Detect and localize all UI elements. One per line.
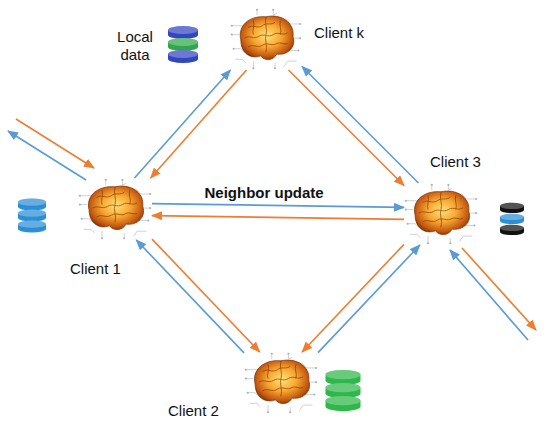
client-label: Client 2 bbox=[168, 402, 219, 419]
brain-icon bbox=[78, 178, 152, 240]
client-label: Client 1 bbox=[70, 260, 121, 277]
client-node: Client 2 bbox=[244, 352, 318, 414]
database-icon bbox=[18, 198, 46, 232]
update-arrow bbox=[289, 70, 405, 186]
update-arrow bbox=[135, 70, 231, 178]
brain-icon bbox=[230, 8, 302, 70]
brain-icon bbox=[404, 183, 478, 245]
database-icon bbox=[500, 203, 524, 235]
outgoing-arrows bbox=[8, 119, 536, 340]
client-node: Client 3 bbox=[404, 183, 478, 245]
client-node: Client 1 bbox=[78, 178, 152, 240]
update-arrow bbox=[136, 240, 244, 353]
update-arrow bbox=[152, 216, 404, 220]
brain-icon bbox=[244, 352, 318, 414]
update-arrow bbox=[152, 204, 404, 208]
update-arrow bbox=[302, 67, 419, 184]
data-label: Local data bbox=[110, 28, 160, 64]
update-arrow bbox=[318, 245, 420, 353]
update-arrow bbox=[151, 70, 247, 178]
update-arrow bbox=[302, 244, 404, 352]
database-icon bbox=[326, 370, 361, 411]
client-node: Client k bbox=[230, 8, 302, 70]
edge-label: Neighbor update bbox=[205, 184, 324, 201]
client-label: Client 3 bbox=[430, 153, 481, 170]
update-arrow bbox=[152, 239, 260, 352]
database-icon bbox=[168, 26, 198, 63]
client-label: Client k bbox=[314, 24, 364, 41]
